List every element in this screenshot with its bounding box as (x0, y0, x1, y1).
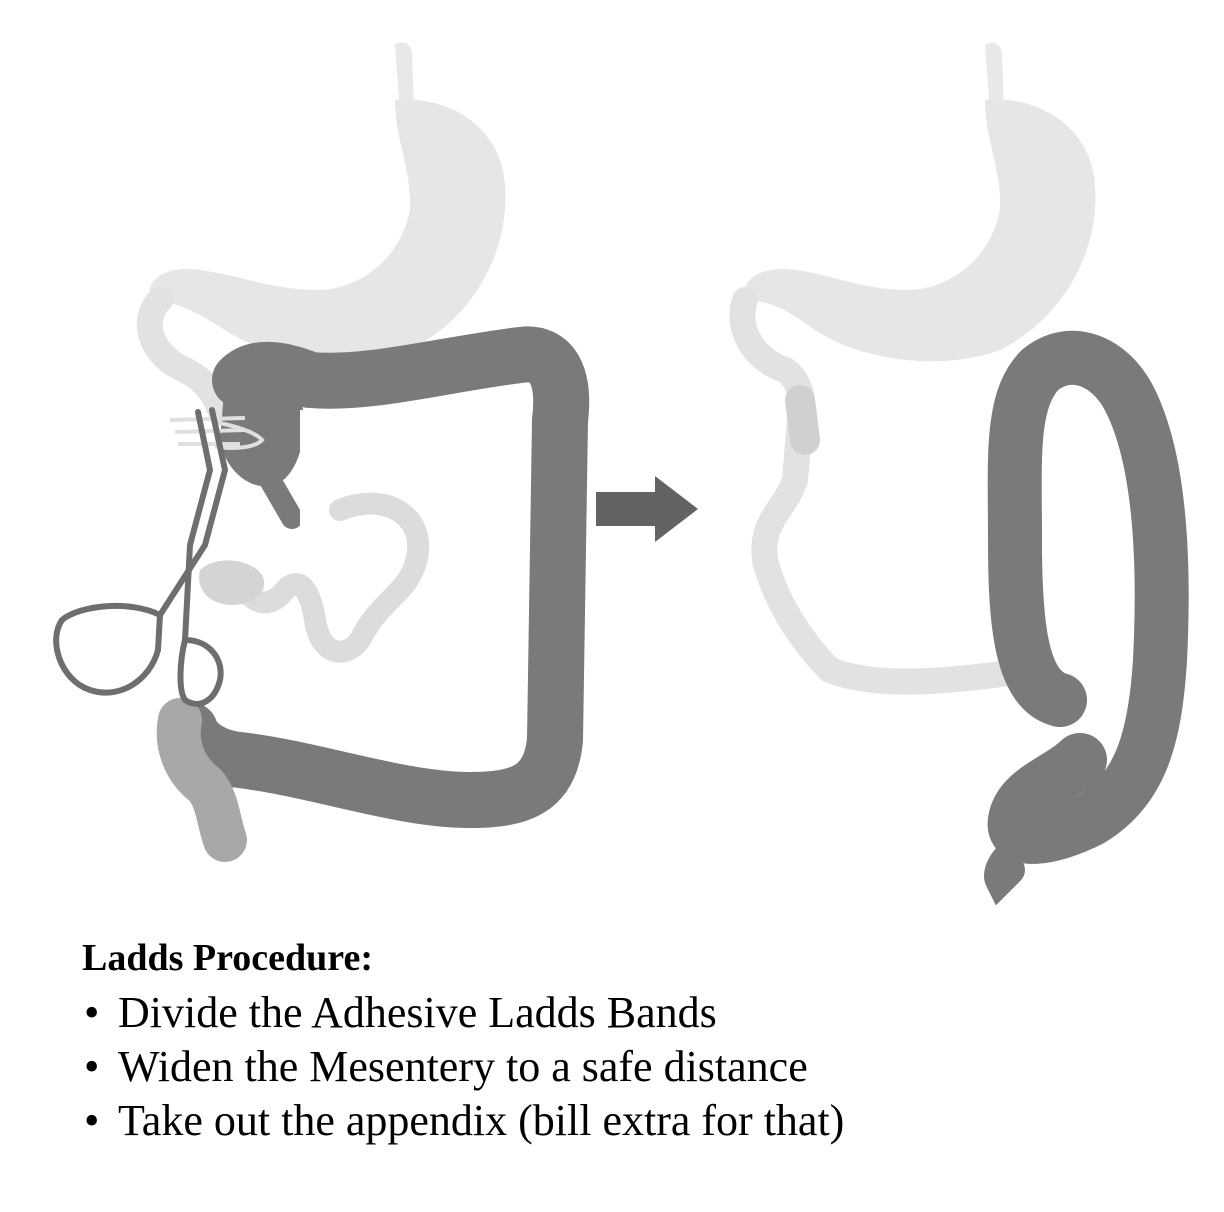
bullet-icon: • (84, 1096, 100, 1145)
duodenum-left (136, 287, 233, 423)
list-item: • Take out the appendix (bill extra for … (82, 1094, 1182, 1148)
surgical-clamp-icon (53, 407, 228, 707)
small-bowel-blob-left (199, 560, 265, 605)
esophagus-right (985, 42, 1004, 112)
list-item: • Widen the Mesentery to a safe distance (82, 1040, 1182, 1094)
procedure-steps-list: • Divide the Adhesive Ladds Bands • Wide… (82, 986, 1182, 1148)
colon-inner-left (300, 395, 500, 732)
step-text: Take out the appendix (bill extra for th… (118, 1096, 845, 1145)
step-text: Divide the Adhesive Ladds Bands (118, 988, 717, 1037)
colon-right (987, 330, 1189, 864)
procedure-caption: Ladds Procedure: • Divide the Adhesive L… (82, 930, 1182, 1148)
ladd-bands (169, 416, 265, 450)
colon-left (162, 326, 590, 828)
sigmoid-right (984, 825, 1045, 906)
after-panel (729, 42, 1189, 906)
duodenum-right (729, 287, 1043, 695)
list-item: • Divide the Adhesive Ladds Bands (82, 986, 1182, 1040)
cecum-left (220, 368, 304, 487)
stomach-left (149, 99, 506, 362)
rectum-left (156, 698, 247, 862)
step-text: Widen the Mesentery to a safe distance (118, 1042, 808, 1091)
small-bowel-right (785, 385, 820, 455)
bullet-icon: • (84, 988, 100, 1037)
stomach-right (744, 99, 1096, 362)
caption-title: Ladds Procedure: (82, 937, 373, 979)
before-panel (53, 42, 590, 862)
procedure-illustration (53, 42, 1189, 906)
esophagus-left (395, 42, 414, 112)
appendix-left (259, 469, 303, 529)
right-arrow-icon (596, 476, 698, 542)
bullet-icon: • (84, 1042, 100, 1091)
small-bowel-left (229, 492, 430, 663)
